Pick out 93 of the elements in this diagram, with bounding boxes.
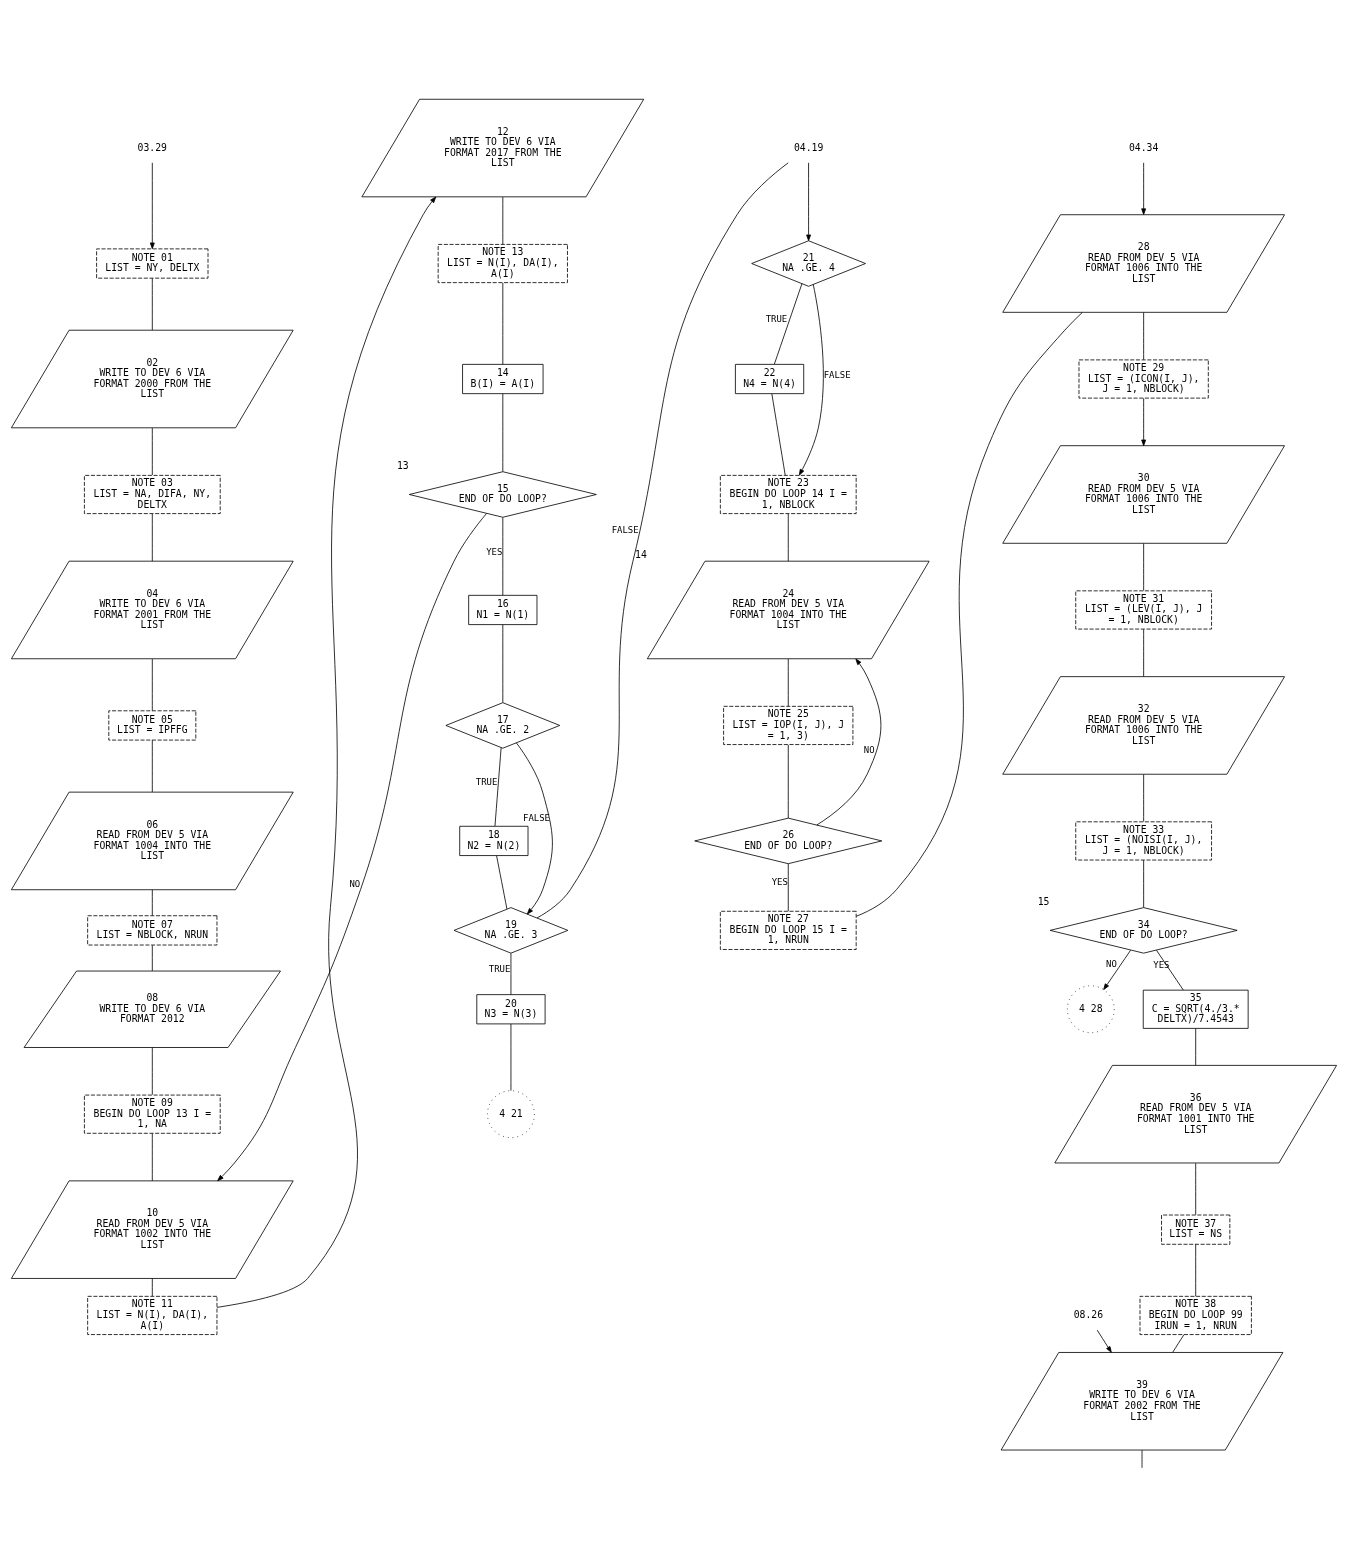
connector <box>502 196 504 245</box>
node-text: 04.19 <box>793 141 824 153</box>
node-diamond: 26 END OF DO LOOP? <box>694 817 883 865</box>
node-box: NOTE 29 LIST = (ICON(I, J), J = 1, NBLOCK) <box>1078 359 1209 399</box>
edge-label: NO <box>1106 959 1117 970</box>
connector <box>502 517 504 596</box>
arrow <box>816 658 882 826</box>
connector <box>536 162 789 919</box>
connector <box>1156 949 1184 991</box>
node-box: NOTE 11 LIST = N(I), DA(I), A(I) <box>87 1295 218 1335</box>
connector <box>773 283 803 365</box>
node-box: 22 N4 = N(4) <box>735 363 805 395</box>
connector <box>151 739 153 793</box>
edge-label: YES <box>1153 959 1170 970</box>
arrow <box>217 513 487 1182</box>
connector <box>771 393 786 476</box>
node-label: 13 <box>396 459 409 471</box>
edge-label: FALSE <box>611 524 639 535</box>
connector <box>1172 1334 1185 1353</box>
node-diamond: 34 END OF DO LOOP? <box>1049 907 1238 954</box>
connector <box>1195 1028 1197 1066</box>
connector <box>496 855 508 910</box>
node-box: 35 C = SQRT(4./3.* DELTX)/7.4543 <box>1142 989 1249 1029</box>
node-box: NOTE 13 LIST = N(I), DA(I), A(I) <box>437 244 568 284</box>
node-box: 20 N3 = N(3) <box>476 994 546 1025</box>
connector <box>510 952 512 995</box>
node-box: 18 N2 = N(2) <box>459 825 529 856</box>
node-box: NOTE 31 LIST = (LEV(I, J), J = 1, NBLOCK) <box>1075 590 1212 630</box>
node-diamond: 21 NA .GE. 4 <box>751 240 866 287</box>
connector <box>151 1278 153 1297</box>
node-box: 14 B(I) = A(I) <box>462 363 544 395</box>
node-box: 16 N1 = N(1) <box>468 594 538 625</box>
connector <box>1143 774 1145 822</box>
edge-label: YES <box>771 877 788 888</box>
node-box: NOTE 38 BEGIN DO LOOP 99 IRUN = 1, NRUN <box>1139 1295 1252 1335</box>
connector <box>502 393 504 472</box>
arrow <box>516 742 553 915</box>
node-circle: 4 21 <box>487 1090 535 1139</box>
connector <box>494 747 502 827</box>
node-box: NOTE 05 LIST = IPFFG <box>108 710 197 741</box>
edge-label: TRUE <box>488 964 511 975</box>
connector <box>787 658 789 707</box>
node-box: NOTE 23 BEGIN DO LOOP 14 I = 1, NBLOCK <box>719 474 857 514</box>
connector <box>151 513 153 562</box>
arrow <box>216 196 437 1308</box>
arrow <box>798 284 824 476</box>
node-box: NOTE 07 LIST = NBLOCK, NRUN <box>87 915 218 946</box>
arrow <box>1103 949 1131 990</box>
connector <box>787 744 789 819</box>
connector <box>1195 1243 1197 1297</box>
connector <box>151 277 153 331</box>
connector <box>1143 859 1145 908</box>
edge-label: FALSE <box>823 369 851 380</box>
edge-label: YES <box>486 547 503 558</box>
connector <box>151 889 153 916</box>
connector <box>1195 1162 1197 1216</box>
edge-label: TRUE <box>765 314 788 325</box>
connector <box>855 312 1083 917</box>
node-box: NOTE 37 LIST = NS <box>1161 1214 1231 1245</box>
node-text: 03.29 <box>137 141 167 153</box>
edge-label: NO <box>863 745 875 756</box>
node-box: NOTE 03 LIST = NA, DIFA, NY, DELTX <box>84 474 221 514</box>
edge-label: FALSE <box>523 812 551 823</box>
connector <box>151 1133 153 1182</box>
node-box: NOTE 01 LIST = NY, DELTX <box>96 248 209 279</box>
node-diamond: 15 END OF DO LOOP? <box>408 471 597 518</box>
arrow <box>1141 162 1147 215</box>
edge-label: TRUE <box>475 777 498 788</box>
connector <box>502 282 504 365</box>
connector <box>1143 543 1145 591</box>
node-box: NOTE 09 BEGIN DO LOOP 13 I = 1, NA <box>84 1094 221 1134</box>
connector <box>1143 312 1145 361</box>
connector <box>787 513 789 562</box>
node-diamond: 17 NA .GE. 2 <box>445 702 561 749</box>
node-label: 14 <box>635 549 647 561</box>
node-box: NOTE 33 LIST = (NOISI(I, J), J = 1, NBLOCK) <box>1075 821 1212 861</box>
connector <box>787 863 789 912</box>
node-text: 04.34 <box>1128 141 1159 153</box>
connector <box>151 1047 153 1096</box>
arrow <box>1141 397 1147 447</box>
arrow <box>806 162 811 242</box>
connector <box>1143 628 1145 677</box>
node-text: 08.26 <box>1073 1308 1104 1320</box>
connector <box>502 624 504 703</box>
edge-label: NO <box>349 879 361 890</box>
connector <box>151 427 153 476</box>
node-label: 15 <box>1037 895 1050 907</box>
node-box: NOTE 25 LIST = IOP(I, J), J = 1, 3) <box>723 705 854 745</box>
arrow <box>1096 1329 1112 1353</box>
connector <box>151 944 153 972</box>
arrow <box>149 162 155 250</box>
connector <box>151 658 153 711</box>
node-box: NOTE 27 BEGIN DO LOOP 15 I = 1, NRUN <box>719 910 857 950</box>
